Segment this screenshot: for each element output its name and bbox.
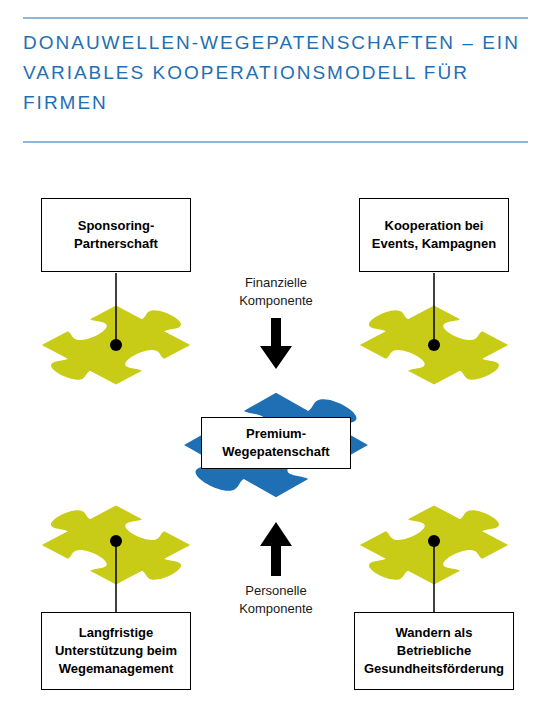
box-label: Kooperation bei Events, Kampagnen — [368, 217, 500, 253]
leader-line — [115, 273, 117, 345]
leader-line — [433, 541, 435, 612]
rule-line — [23, 142, 528, 143]
component-box: Wandern als Betriebliche Gesundheitsförd… — [354, 612, 514, 690]
component-label: Personelle Komponente — [211, 582, 341, 618]
component-label: Finanzielle Komponente — [211, 274, 341, 310]
box-label: Langfristige Unterstützung beim Wegemana… — [50, 624, 182, 678]
puzzle-piece — [161, 380, 390, 511]
component-box: Langfristige Unterstützung beim Wegemana… — [41, 612, 191, 690]
rule-line — [23, 18, 528, 19]
center-box: Premium-Wegepatenschaft — [201, 417, 351, 469]
box-label: Sponsoring-Partnerschaft — [50, 217, 182, 253]
leader-dot — [110, 339, 122, 351]
arrow-down — [260, 318, 292, 369]
leader-line — [433, 273, 435, 345]
leader-dot — [428, 339, 440, 351]
component-box: Sponsoring-Partnerschaft — [41, 198, 191, 272]
box-label: Wandern als Betriebliche Gesundheitsförd… — [363, 624, 505, 678]
component-box: Kooperation bei Events, Kampagnen — [359, 198, 509, 272]
leader-dot — [110, 535, 122, 547]
diagram-title: DONAUWELLEN-WEGEPATENSCHAFTEN – EIN VARI… — [23, 28, 538, 118]
arrow-up — [260, 522, 292, 576]
leader-dot — [428, 535, 440, 547]
leader-line — [115, 541, 117, 612]
box-label: Premium-Wegepatenschaft — [210, 425, 342, 461]
